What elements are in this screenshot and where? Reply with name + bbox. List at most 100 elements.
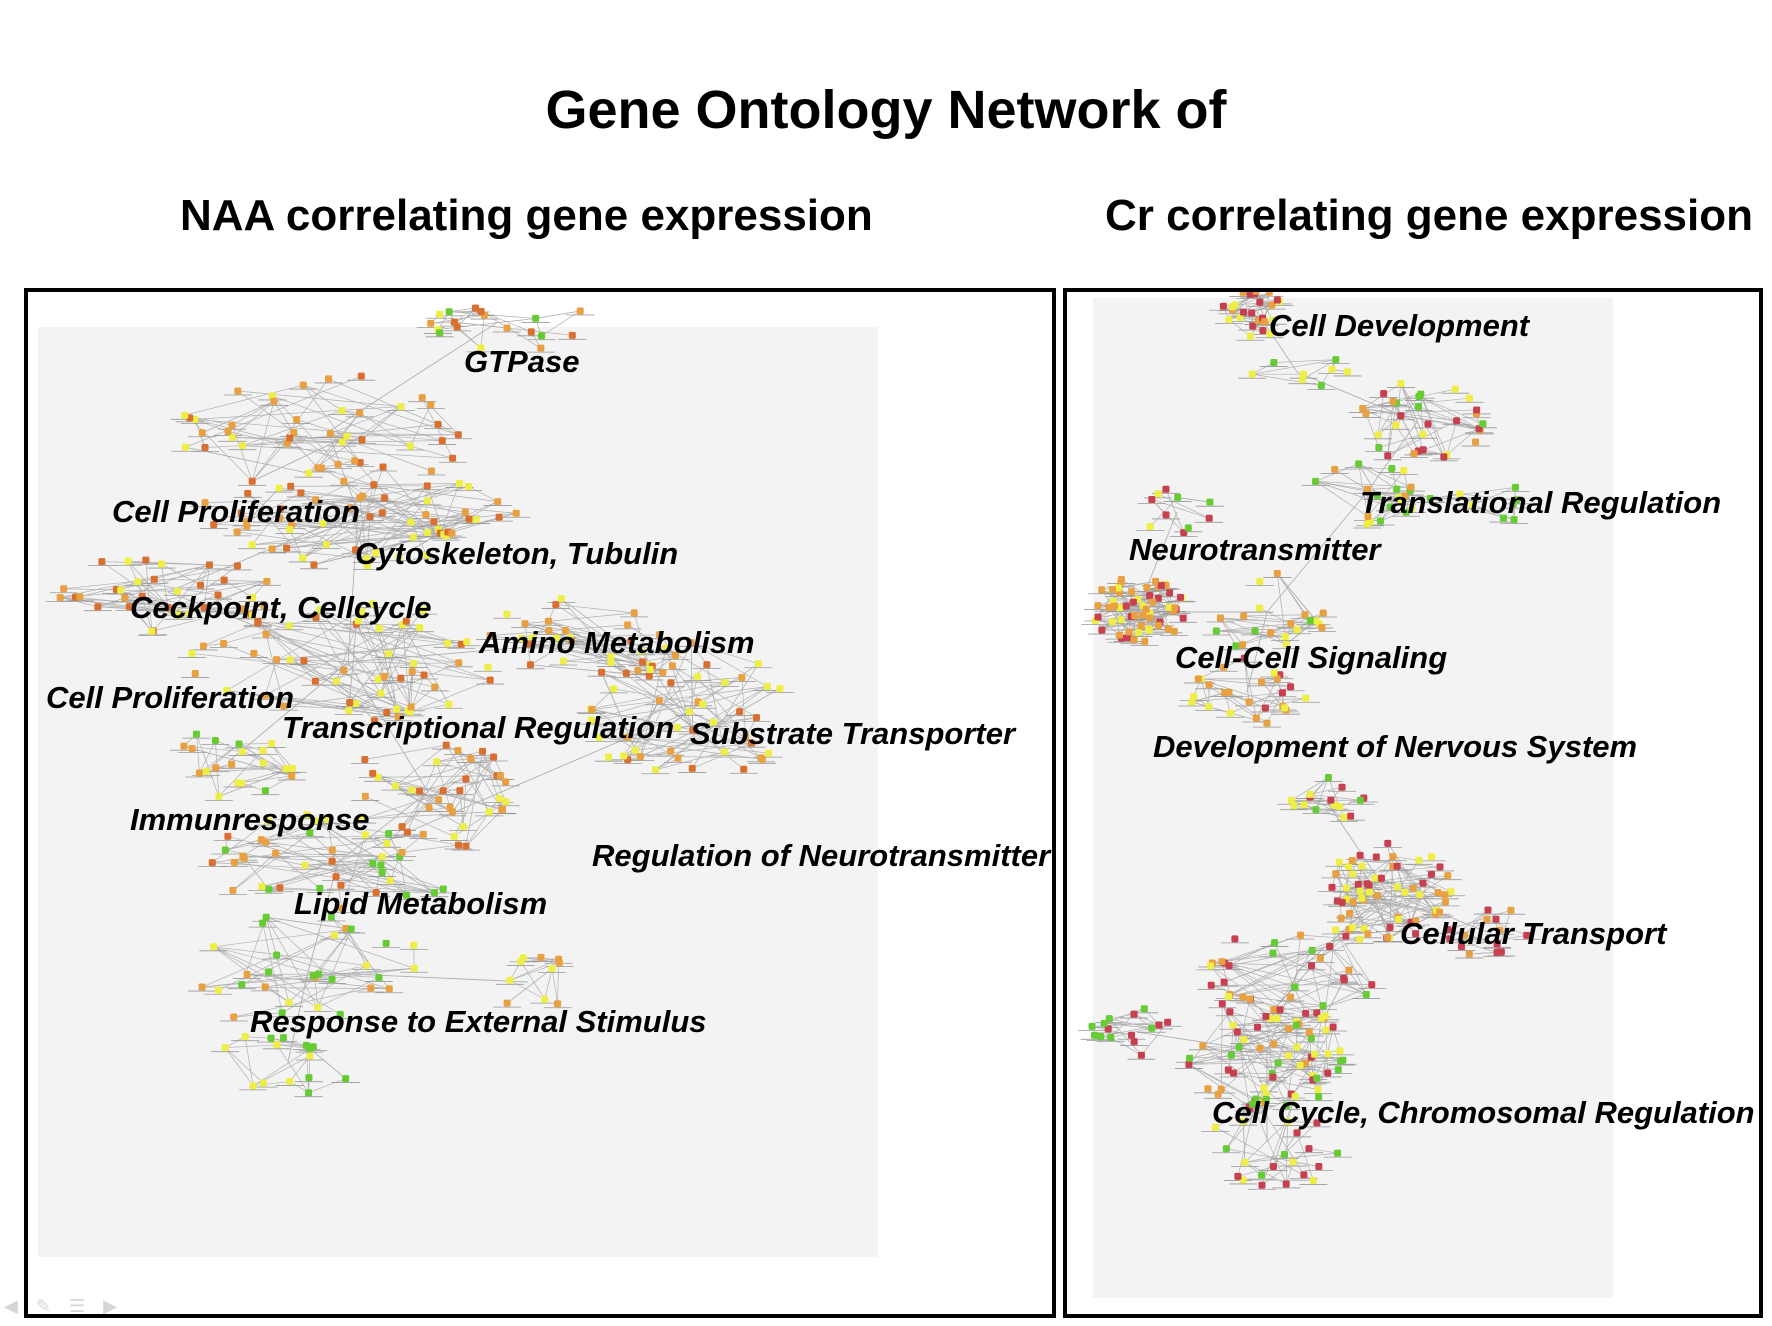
network-node	[465, 515, 473, 523]
menu-icon[interactable]: ☰	[68, 1296, 86, 1316]
network-node	[506, 976, 514, 984]
network-node	[1328, 883, 1336, 891]
network-node	[1240, 654, 1248, 662]
network-edge	[1328, 777, 1340, 807]
network-edge	[212, 820, 269, 863]
network-node	[1456, 490, 1464, 498]
network-node	[1380, 390, 1388, 398]
back-arrow-icon[interactable]: ◀	[4, 1296, 18, 1316]
network-edge	[610, 656, 651, 670]
network-node	[215, 792, 223, 800]
network-edge	[570, 637, 676, 656]
network-bridge-edge	[347, 511, 359, 663]
network-node	[305, 1089, 313, 1097]
network-node	[407, 518, 415, 526]
network-edge	[173, 594, 219, 613]
network-node	[555, 959, 563, 967]
network-node	[343, 432, 351, 440]
network-node	[553, 634, 561, 642]
network-edge	[1430, 493, 1460, 499]
network-node	[385, 985, 393, 993]
network-edge	[490, 624, 628, 636]
network-edge	[702, 704, 762, 759]
network-edge	[702, 686, 768, 705]
network-node	[381, 494, 389, 502]
network-node	[1309, 1176, 1317, 1184]
network-node	[1206, 498, 1214, 506]
network-node	[544, 617, 552, 625]
network-node	[1386, 503, 1394, 511]
network-node	[703, 661, 711, 669]
network-edge	[266, 916, 352, 930]
network-edge	[395, 744, 447, 787]
network-node	[416, 624, 424, 632]
network-node	[463, 638, 471, 646]
network-node	[433, 758, 441, 766]
network-node	[181, 411, 189, 419]
network-node	[631, 746, 639, 754]
forward-arrow-icon[interactable]: ▶	[103, 1296, 117, 1316]
network-node	[1166, 589, 1174, 597]
network-node	[1348, 856, 1356, 864]
network-edge	[356, 623, 397, 710]
network-node	[221, 846, 229, 854]
network-edge	[1310, 786, 1343, 795]
network-node	[1364, 930, 1372, 938]
network-node	[1372, 853, 1380, 861]
network-node	[286, 1078, 294, 1086]
network-edge	[591, 719, 636, 751]
network-node	[191, 415, 199, 423]
network-edge	[1237, 1031, 1274, 1045]
network-node	[1230, 1069, 1238, 1077]
network-node	[327, 913, 335, 921]
network-node	[374, 675, 382, 683]
network-node	[267, 1034, 275, 1042]
network-node	[763, 683, 771, 691]
network-node	[1302, 694, 1310, 702]
network-node	[752, 714, 760, 722]
network-node	[195, 769, 203, 777]
network-node	[356, 409, 364, 417]
network-node	[262, 630, 270, 638]
network-node	[419, 830, 427, 838]
network-edge	[232, 852, 276, 891]
network-node	[1284, 1117, 1292, 1125]
pen-icon[interactable]: ✎	[35, 1296, 51, 1316]
network-node	[237, 509, 245, 517]
network-node	[1318, 624, 1326, 632]
label-substrate-transporter: Substrate Transporter	[690, 716, 1016, 751]
network-node	[1499, 514, 1507, 522]
right-panel-heading: Cr correlating gene expression	[1105, 191, 1753, 240]
network-edge	[670, 677, 742, 684]
network-node	[1428, 853, 1436, 861]
network-edge	[308, 1078, 346, 1094]
label-immunresponse: Immunresponse	[130, 802, 370, 837]
network-node	[1231, 301, 1239, 309]
network-node	[559, 657, 567, 665]
network-node	[1239, 993, 1247, 1001]
network-node	[1451, 385, 1459, 393]
network-edge	[401, 834, 424, 853]
network-edge	[252, 435, 348, 482]
network-node	[1154, 594, 1162, 602]
network-node	[479, 747, 487, 755]
network-edge	[530, 664, 627, 674]
network-node	[721, 679, 729, 687]
network-node	[1347, 812, 1355, 820]
network-node	[1363, 485, 1371, 493]
network-node	[224, 427, 232, 435]
network-node	[1276, 1006, 1284, 1014]
network-nodes	[56, 304, 784, 1097]
network-edge	[1348, 886, 1398, 930]
network-edge	[317, 928, 352, 1008]
network-node	[1263, 719, 1271, 727]
network-node	[301, 861, 309, 869]
network-node	[1457, 943, 1465, 951]
network-edge	[1237, 1166, 1274, 1177]
network-edge	[354, 460, 412, 523]
network-edge	[1141, 1022, 1168, 1056]
network-node	[1157, 581, 1165, 589]
network-node	[607, 653, 615, 661]
network-node	[1212, 627, 1220, 635]
network-node	[1424, 420, 1432, 428]
